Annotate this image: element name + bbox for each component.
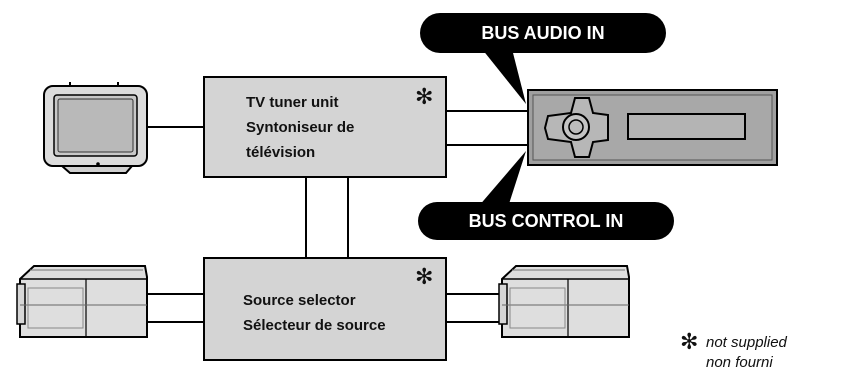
bus-audio-in-callout: BUS AUDIO IN	[420, 13, 666, 104]
connection-lines	[147, 110, 528, 323]
head-unit-icon	[527, 89, 778, 166]
tv-tuner-label-line1: TV tuner unit	[246, 94, 339, 111]
bus-control-in-label: BUS CONTROL IN	[469, 211, 624, 231]
tv-tuner-label-line2: Syntoniseur de	[246, 119, 354, 136]
bus-audio-in-label: BUS AUDIO IN	[481, 23, 604, 43]
tv-tuner-box: TV tuner unit Syntoniseur de télévision …	[203, 76, 447, 178]
right-cd-changer-icon	[498, 265, 630, 338]
source-selector-label-line2: Sélecteur de source	[243, 317, 386, 334]
legend-asterisk-icon: ✻	[680, 330, 698, 355]
tv-tuner-asterisk-icon: ✻	[415, 85, 433, 110]
source-selector-asterisk-icon: ✻	[415, 265, 433, 290]
monitor-icon	[43, 82, 148, 174]
source-selector-label-line1: Source selector	[243, 292, 356, 309]
legend: ✻ not supplied non fourni	[680, 330, 788, 371]
legend-text-line1: not supplied	[706, 334, 788, 351]
tv-tuner-label-line3: télévision	[246, 144, 315, 161]
source-selector-box: Source selector Sélecteur de source ✻	[203, 257, 447, 361]
left-cd-changer-icon	[16, 265, 148, 338]
bus-control-in-callout: BUS CONTROL IN	[418, 151, 674, 240]
legend-text-line2: non fourni	[706, 354, 773, 371]
